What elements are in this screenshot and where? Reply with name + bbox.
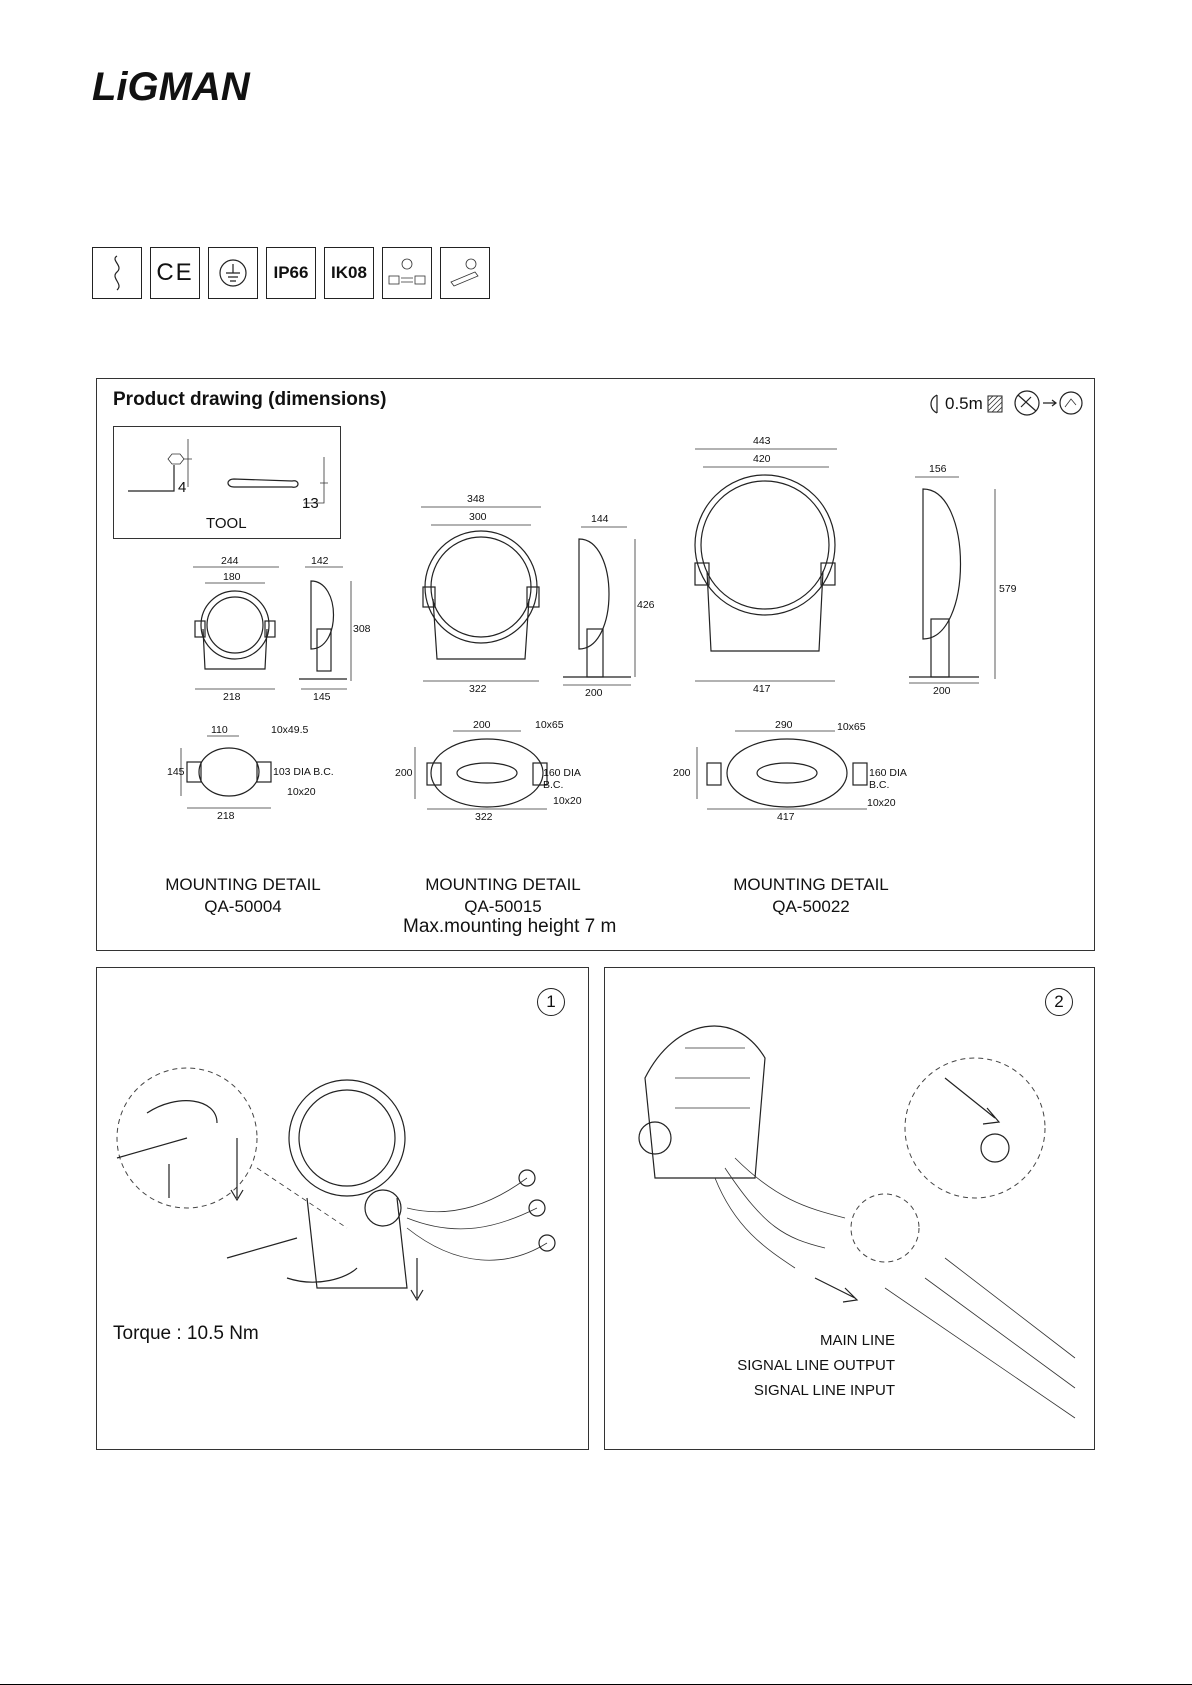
m1-height: 308 xyxy=(353,623,371,635)
m1-lens-width: 180 xyxy=(223,571,241,583)
distance-indicator: 0.5m xyxy=(927,393,1003,415)
m2-mount-width: 322 xyxy=(475,811,493,823)
ik-rating-icon: IK08 xyxy=(324,247,374,299)
model-2-side-view: 144 426 200 xyxy=(559,513,659,709)
m2-mount-height: 200 xyxy=(395,767,413,779)
m1-depth: 142 xyxy=(311,555,329,567)
light-direction-icon xyxy=(930,394,938,414)
mounting-caption-1: MOUNTING DETAIL QA-50004 xyxy=(165,875,321,916)
step-2-illustration xyxy=(638,1025,1076,1419)
m2-mount-slot: 10x65 xyxy=(535,719,564,731)
m3-mount-hole: 10x20 xyxy=(867,797,896,809)
m3-lens-width: 420 xyxy=(753,453,771,465)
m3-mount-slot: 10x65 xyxy=(837,721,866,733)
class-ii-icon xyxy=(92,247,142,299)
panel-title: Product drawing (dimensions) xyxy=(113,389,387,410)
m3-height: 579 xyxy=(999,583,1017,595)
certification-row: CE IP66 IK08 xyxy=(92,247,490,303)
mounting-caption-3: MOUNTING DETAIL QA-50022 xyxy=(733,875,889,916)
step-1-number: 1 xyxy=(537,988,565,1016)
mounting-caption-2: MOUNTING DETAIL QA-50015 xyxy=(425,875,581,916)
m3-mount-height: 200 xyxy=(673,767,691,779)
model-3-side-view: 156 579 200 xyxy=(909,463,1019,709)
mounting-detail-1-drawing: 110 10x49.5 145 103 DIA B.C. 10x20 218 xyxy=(167,724,361,824)
tool-label: TOOL xyxy=(206,515,247,532)
product-drawing-panel: Product drawing (dimensions) 0.5m 4 13 T… xyxy=(96,378,1095,951)
m3-mount-top: 290 xyxy=(775,719,793,731)
m1-mount-top: 110 xyxy=(211,724,228,736)
model-1-side-view: 142 308 145 xyxy=(293,555,373,709)
signal-line-output-label: SIGNAL LINE OUTPUT xyxy=(737,1357,895,1374)
m1-base-width: 218 xyxy=(223,691,241,703)
hex-key-size: 4 xyxy=(178,479,187,496)
m3-mount-width: 417 xyxy=(777,811,795,823)
tool-box: 4 13 TOOL xyxy=(113,426,341,539)
ip-rating-icon: IP66 xyxy=(266,247,316,299)
m3-mount-bc: 160 DIA B.C. xyxy=(869,767,907,791)
m1-mount-height: 145 xyxy=(167,766,185,778)
model-3-front-view: 443 420 417 xyxy=(693,435,843,711)
step-1-illustration xyxy=(116,1067,556,1302)
ce-mark-icon: CE xyxy=(150,247,200,299)
m3-depth: 156 xyxy=(929,463,947,475)
signal-line-input-label: SIGNAL LINE INPUT xyxy=(753,1382,895,1399)
hatched-surface-icon xyxy=(987,395,1003,413)
max-mounting-height: Max.mounting height 7 m xyxy=(403,916,617,937)
installation-step-2-panel: 2 MAIN LINE SIGNAL LINE OUTPUT SIGNAL LI… xyxy=(604,967,1095,1450)
m3-side-base: 200 xyxy=(933,685,951,697)
earth-ground-icon xyxy=(208,247,258,299)
m2-outer-width: 348 xyxy=(467,493,485,505)
m1-side-base: 145 xyxy=(313,691,331,703)
m3-base-width: 417 xyxy=(753,683,771,695)
m2-mount-top: 200 xyxy=(473,719,491,731)
m3-outer-width: 443 xyxy=(753,435,771,447)
replaceable-light-source-icon xyxy=(440,247,490,299)
m2-depth: 144 xyxy=(591,513,609,525)
m1-mount-bc: 103 DIA B.C. xyxy=(273,766,334,778)
m1-mount-hole: 10x20 xyxy=(287,786,316,798)
m2-mount-hole: 10x20 xyxy=(553,795,582,807)
control-gear-icon xyxy=(382,247,432,299)
mounting-detail-2-drawing: 200 10x65 200 160 DIA B.C. 10x20 322 xyxy=(395,719,601,824)
step-2-number: 2 xyxy=(1045,988,1073,1016)
m1-outer-width: 244 xyxy=(221,555,239,567)
m2-side-base: 200 xyxy=(585,687,603,699)
m1-mount-width: 218 xyxy=(217,810,235,822)
wrench-size: 13 xyxy=(302,495,319,512)
m2-height: 426 xyxy=(637,599,655,611)
distance-value: 0.5m xyxy=(945,394,983,413)
m2-lens-width: 300 xyxy=(469,511,487,523)
main-line-label: MAIN LINE xyxy=(819,1332,895,1349)
torque-value: Torque : 10.5 Nm xyxy=(113,1323,259,1344)
model-1-front-view: 244 180 218 xyxy=(191,555,281,709)
installation-step-1-panel: 1 Torque : 10.5 Nm xyxy=(96,967,589,1450)
model-2-front-view: 348 300 322 xyxy=(419,493,549,709)
m2-base-width: 322 xyxy=(469,683,487,695)
m2-mount-bc: 160 DIA B.C. xyxy=(543,767,581,791)
lamp-replacement-icon xyxy=(1014,390,1083,416)
brand-wordmark: LiGMAN xyxy=(92,65,251,109)
hex-key-and-wrench-icon xyxy=(128,439,328,504)
m1-mount-slot: 10x49.5 xyxy=(271,724,309,736)
ligman-logo: LiGMAN xyxy=(92,65,251,109)
mounting-detail-3-drawing: 290 10x65 200 160 DIA B.C. 10x20 417 xyxy=(673,719,907,824)
